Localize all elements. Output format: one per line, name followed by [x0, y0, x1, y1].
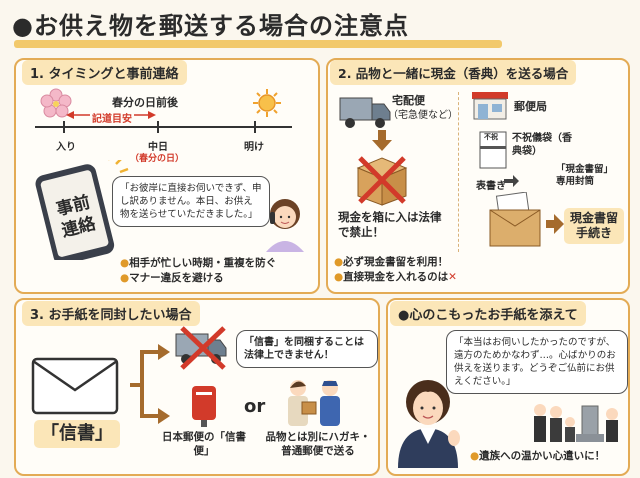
mailbox-icon: [192, 386, 216, 427]
truck-crossed-icon: [175, 326, 227, 370]
section3-heading: 3. お手紙を同封したい場合: [22, 301, 200, 326]
koden-envelope-label: 不祝儀袋（香典袋）: [512, 133, 572, 157]
post-office-icon: [472, 92, 508, 120]
s1-bullet: ●相手が忙しい時期・重複を防ぐ: [120, 257, 277, 269]
s4-bullet: ●遺族への温かい心遣いに！: [470, 450, 606, 462]
or-text: or: [244, 396, 266, 417]
woman-icon: [398, 380, 460, 468]
timeline: [35, 111, 292, 133]
post-label: 郵便局: [514, 100, 547, 113]
truck-sub: （宅急便など）: [388, 110, 458, 121]
arrow-right-small-icon: [504, 175, 519, 187]
delivery-people-icon: [288, 380, 340, 426]
sun-icon: [253, 89, 281, 117]
alt-caption: 品物とは別にハガキ・普通郵便で送る: [265, 431, 371, 457]
cross-mark: ✕: [448, 271, 457, 283]
woman-on-phone: [266, 199, 304, 252]
letter-warning: 「信書」を同梱することは法律上できません！: [236, 330, 378, 368]
tick-mid-sub: （春分の日）: [130, 154, 185, 164]
page-title: ●お供え物を郵送する場合の注意点: [12, 12, 409, 40]
front-label: 表書き: [476, 181, 506, 192]
tick-left-label: 入り: [56, 142, 76, 153]
sakura-icon: [40, 88, 72, 118]
noshi-text: 不祝: [484, 133, 498, 141]
s4-speech-bubble: 「本当はお伺いしたかったのですが、遠方のためかなわず…。心ばかりのお供えを送りま…: [446, 330, 628, 394]
timeline-title: 春分の日前後: [112, 96, 178, 109]
s1-speech-bubble: 「お彼岸に直接お伺いできず、申し訳ありません。本日、お供え物を送らせていただきま…: [112, 176, 270, 227]
arrow-right-icon: [546, 214, 564, 234]
divider: [458, 92, 459, 252]
arrow-down-icon: [372, 130, 392, 151]
s2-bullet: ●必ず現金書留を利用！: [334, 256, 449, 268]
truck-icon: [339, 97, 391, 128]
section4-heading: ●心のこもったお手紙を添えて: [390, 301, 586, 326]
letter-envelope-icon: [31, 357, 119, 415]
truck-label: 宅配便: [392, 94, 425, 107]
s2-bullet: ●直接現金を入れるのは✕: [334, 271, 457, 283]
s1-bullet: ●マナー違反を避ける: [120, 272, 224, 284]
tick-right-label: 明け: [244, 142, 264, 153]
tick-mid-label: 中日: [148, 142, 168, 153]
genkin-envelope-label: 「現金書留」専用封筒: [556, 164, 614, 187]
genkin-envelope-icon: [489, 192, 541, 247]
koden-envelope-icon: [479, 131, 507, 169]
branch-arrows: [130, 344, 170, 424]
grave-family-icon: [534, 404, 618, 442]
box-caption: 現金を箱に入は法律で禁止！: [338, 210, 442, 239]
section2-heading: 2. 品物と一緒に現金（香典）を送る場合: [330, 60, 577, 85]
section1-heading: 1. タイミングと事前連絡: [22, 60, 187, 85]
title-underline: [14, 40, 502, 48]
post-caption: 日本郵便の「信書便」: [162, 431, 246, 457]
box-crossed-icon: [356, 156, 408, 206]
letter-label: 「信書」: [34, 420, 120, 448]
range-label: 記道目安: [90, 110, 134, 125]
smartphone-icon: [35, 160, 129, 260]
genkin-procedure-label: 現金書留手続き: [564, 208, 624, 244]
